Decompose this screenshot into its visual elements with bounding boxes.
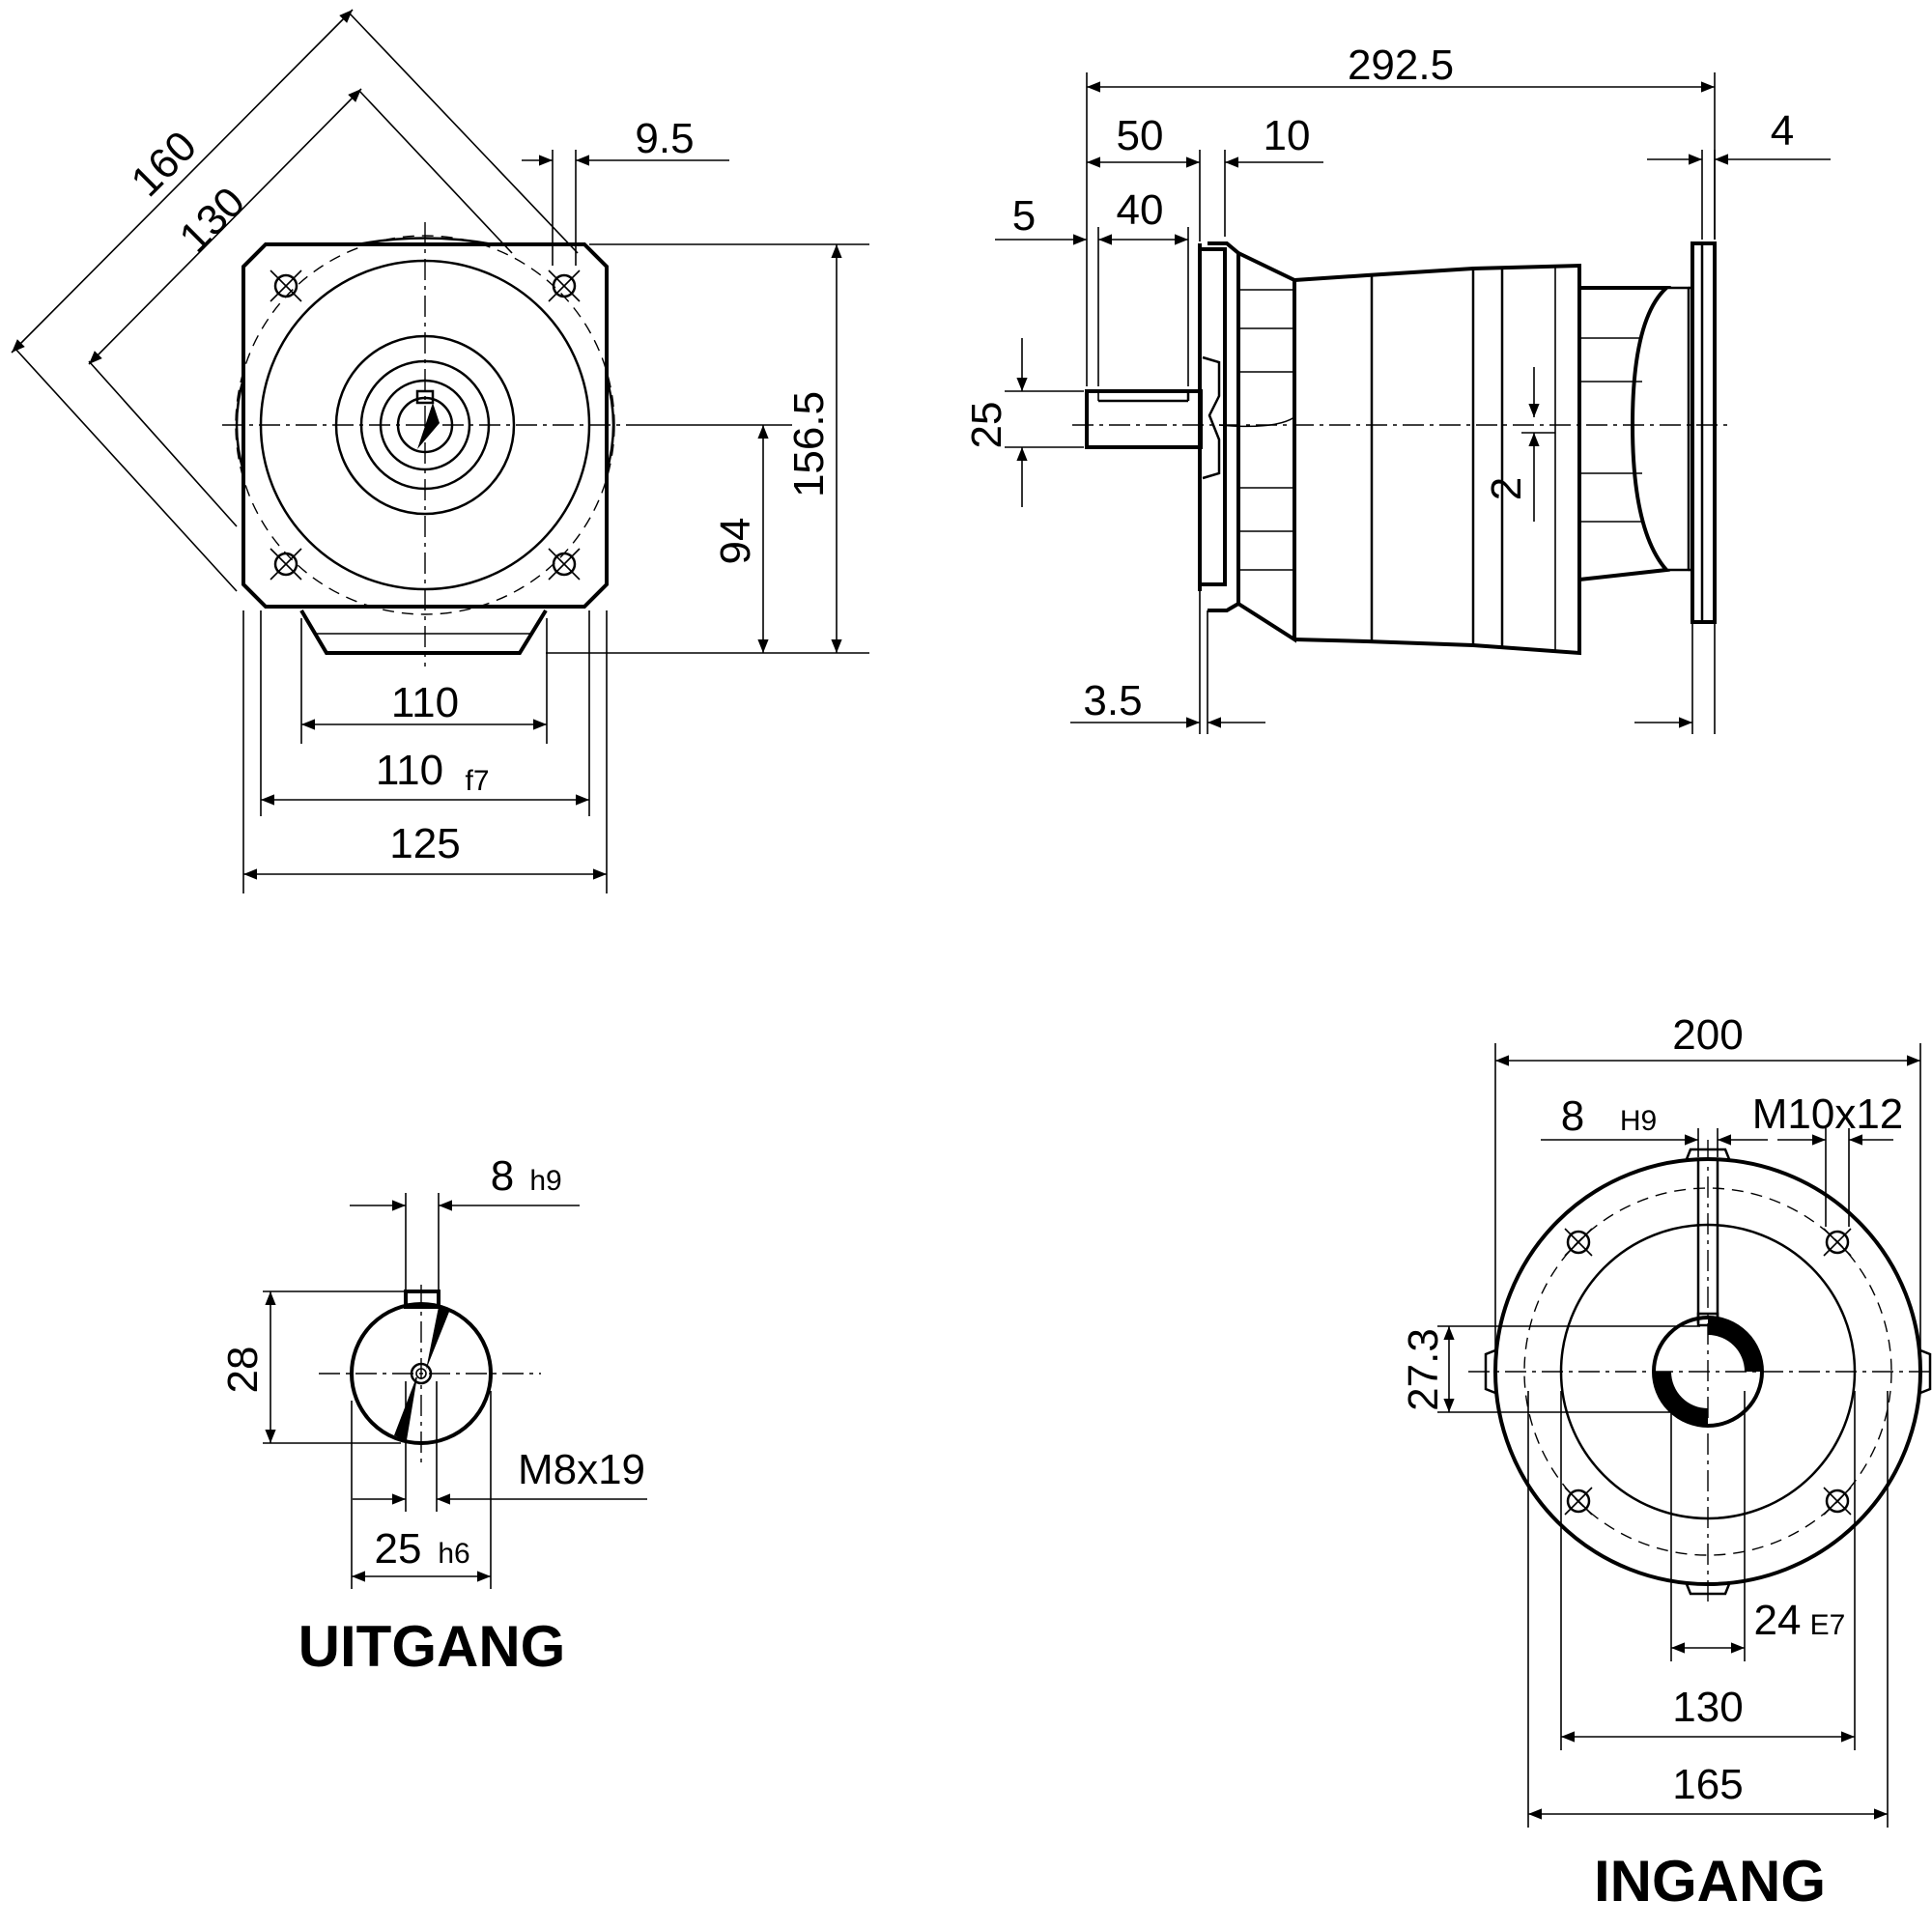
dim-label-8-H9: 8 xyxy=(1561,1092,1584,1140)
dim-label-130: 130 xyxy=(170,178,254,262)
input-bolt-holes xyxy=(1564,1228,1852,1516)
dim-label-165: 165 xyxy=(1672,1761,1743,1808)
dim-tol-H9: H9 xyxy=(1620,1105,1657,1137)
dim-label-110-f7: 110 xyxy=(376,747,443,794)
output-title: UITGANG xyxy=(298,1614,566,1679)
dim-label-200: 200 xyxy=(1672,1011,1743,1059)
dim-label-25-h6: 25 xyxy=(375,1525,422,1573)
side-input-flange xyxy=(1690,241,1717,624)
dim-label-3-5: 3.5 xyxy=(1083,677,1142,724)
side-view: 292.5 50 10 5 40 25 2 3.5 xyxy=(963,42,1831,734)
dim-label-10: 10 xyxy=(1264,112,1311,159)
dim-tol-E7: E7 xyxy=(1810,1609,1846,1641)
output-detail: 8 h9 28 M8x19 25 h6 UITGANG xyxy=(219,1152,647,1679)
side-output-shaft xyxy=(1085,389,1203,449)
dim-label-4: 4 xyxy=(1771,107,1794,155)
input-detail: 200 8 H9 M10x12 27.3 24 E7 130 1 xyxy=(1400,1011,1932,1914)
dim-label-125: 125 xyxy=(389,820,460,867)
dim-tol-h6: h6 xyxy=(438,1538,469,1570)
dim-label-28: 28 xyxy=(219,1347,267,1394)
dim-label-27-3: 27.3 xyxy=(1400,1328,1447,1411)
dim-label-9-5: 9.5 xyxy=(635,115,694,162)
dim-label-156-5: 156.5 xyxy=(785,391,833,497)
dim-label-110: 110 xyxy=(391,679,459,726)
dim-label-24-E7: 24 xyxy=(1754,1597,1802,1644)
dim-label-2: 2 xyxy=(1483,477,1530,500)
dim-label-94: 94 xyxy=(712,518,759,565)
dim-label-5: 5 xyxy=(1012,192,1036,240)
dim-label-50: 50 xyxy=(1117,112,1164,159)
dim-label-25-side: 25 xyxy=(963,402,1010,449)
input-title: INGANG xyxy=(1594,1849,1826,1914)
dim-label-292-5: 292.5 xyxy=(1348,42,1454,89)
dim-label-m10x12: M10x12 xyxy=(1752,1091,1904,1138)
dim-tol-f7: f7 xyxy=(465,765,489,797)
output-key xyxy=(404,1290,440,1309)
dim-label-m8x19: M8x19 xyxy=(518,1446,645,1493)
side-main-body xyxy=(1293,263,1581,656)
dim-label-130-in: 130 xyxy=(1672,1684,1743,1731)
dim-label-40: 40 xyxy=(1117,186,1164,234)
front-lower-body xyxy=(299,609,548,655)
dim-tol-h9: h9 xyxy=(529,1165,561,1197)
dim-line-130 xyxy=(88,88,362,365)
dim-label-8-h9: 8 xyxy=(491,1152,514,1200)
front-view: 160 130 9.5 156.5 94 110 110 f7 1 xyxy=(11,9,869,893)
dim-label-160: 160 xyxy=(122,122,206,206)
